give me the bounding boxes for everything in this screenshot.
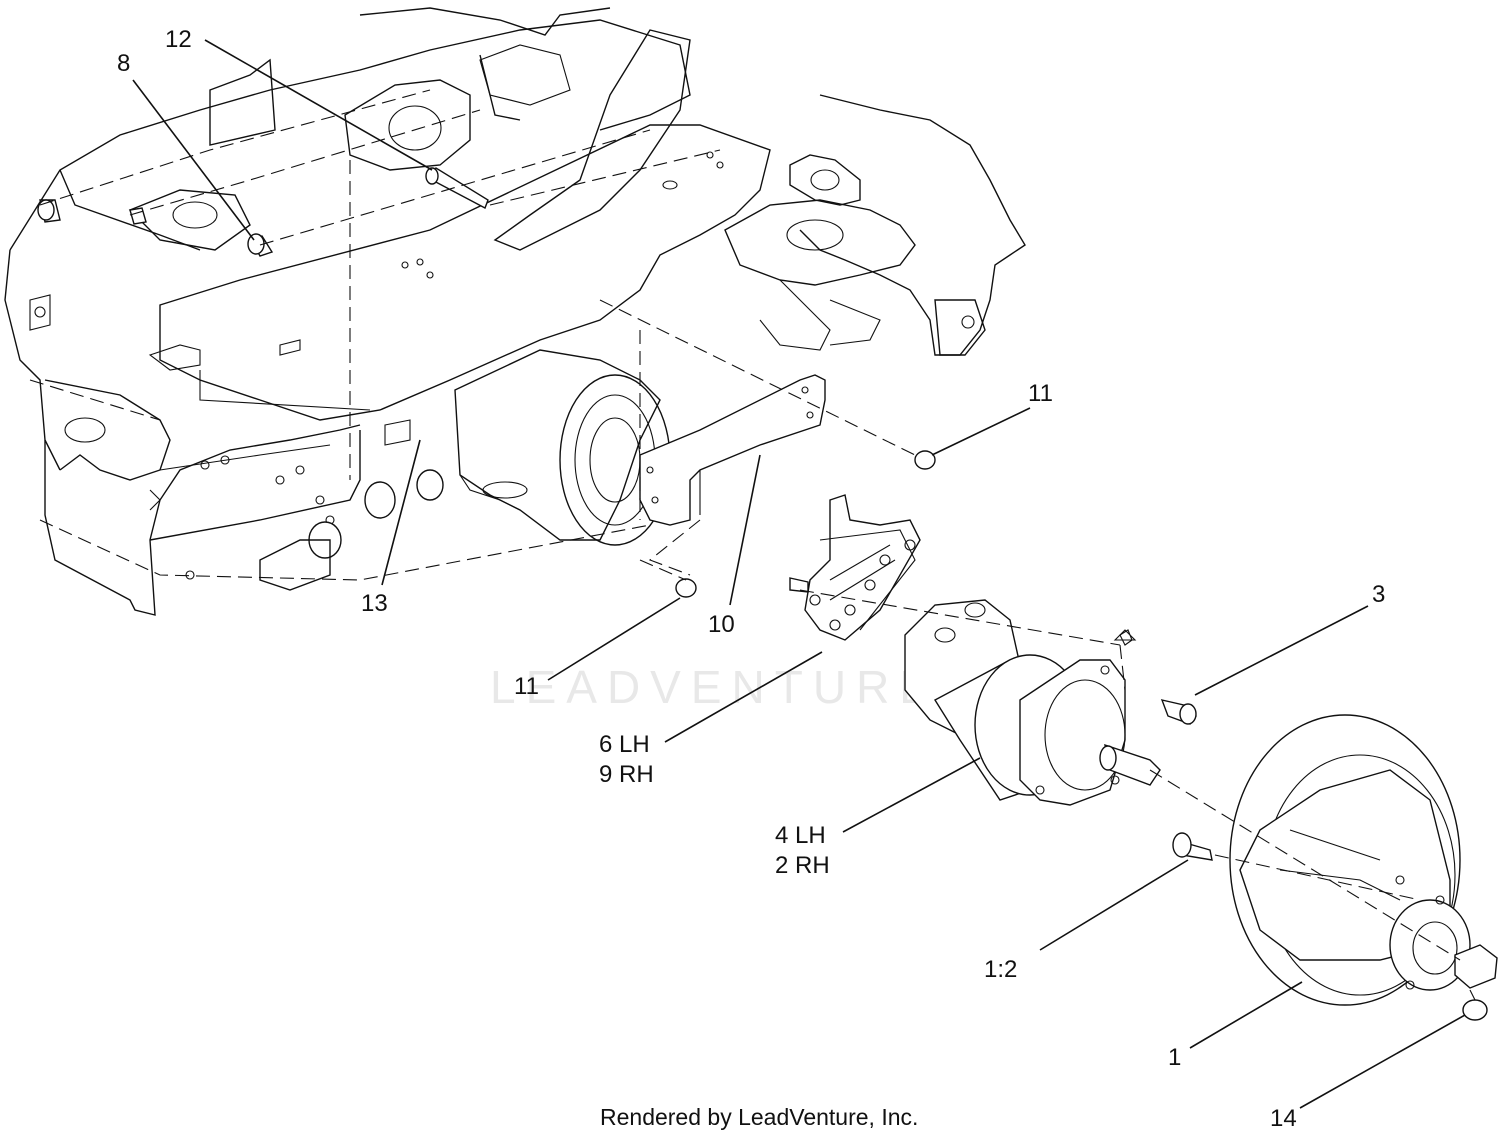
motor-housing-drum (454, 349, 671, 546)
callout-1[interactable]: 1 (1168, 1044, 1182, 1071)
callout-14[interactable]: 14 (1270, 1105, 1297, 1132)
key (1113, 629, 1137, 641)
callout-6lh-9rh[interactable]: 6 LH 9 RH (599, 730, 654, 790)
callout-3[interactable]: 3 (1372, 581, 1386, 608)
callout-6-lh: 6 LH (599, 731, 650, 758)
footer-credit: Rendered by LeadVenture, Inc. (600, 1104, 919, 1130)
brake-arm-assembly (789, 494, 921, 641)
callout-8[interactable]: 8 (117, 50, 131, 77)
hydraulic-motor (904, 599, 1161, 806)
nut-11-lower (675, 578, 697, 598)
callout-2-rh: 2 RH (775, 852, 830, 879)
callout-11-lower[interactable]: 11 (514, 673, 539, 700)
callout-11-upper[interactable]: 11 (1028, 380, 1053, 407)
callout-13[interactable]: 13 (361, 590, 388, 617)
callout-4-lh: 4 LH (775, 822, 826, 849)
mounting-bracket (639, 374, 826, 526)
castle-nut (1454, 944, 1498, 989)
assembly-lines (29, 89, 1476, 1001)
callout-1-2[interactable]: 1:2 (984, 956, 1018, 983)
frame-assembly (4, 7, 1026, 616)
bolt-1-2-head (1172, 832, 1192, 858)
callout-4lh-2rh[interactable]: 4 LH 2 RH (775, 821, 830, 881)
leader-lines (132, 39, 1466, 1109)
callout-10[interactable]: 10 (708, 611, 735, 638)
bolt-3-head (1179, 703, 1197, 725)
lug-nut-14 (1462, 999, 1488, 1021)
callout-12[interactable]: 12 (165, 26, 192, 53)
callout-9-rh: 9 RH (599, 761, 654, 788)
nut-11-upper (914, 450, 936, 470)
wheel-hub (1229, 714, 1471, 1006)
